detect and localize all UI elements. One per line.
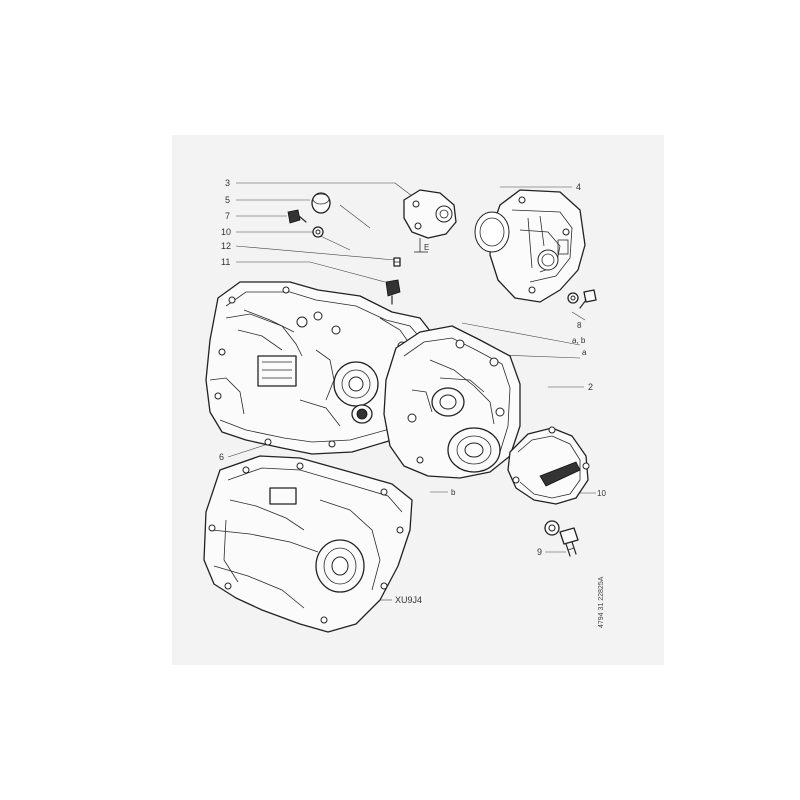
part-2-intermediate-housing — [383, 325, 521, 479]
callout-e: E — [424, 243, 429, 252]
part-end-cover — [507, 426, 590, 505]
part-5-plug — [311, 192, 331, 214]
part-9-drain-bolt — [559, 527, 579, 557]
part-7-switch — [287, 209, 307, 224]
callout-8: 8 — [577, 321, 582, 330]
callout-5: 5 — [225, 195, 230, 205]
part-10-seal-ring — [544, 520, 560, 536]
callout-2: 2 — [588, 382, 593, 392]
callout-labels: 3 5 7 10 12 11 6 4 8 a, b a 2 b 10 9 E X… — [219, 178, 606, 605]
callout-12: 12 — [221, 241, 231, 251]
part-3-bearing-housing — [403, 189, 457, 253]
callout-11: 11 — [221, 257, 230, 267]
main-gearbox-housing — [205, 281, 435, 455]
callout-4: 4 — [576, 182, 581, 192]
callout-10-right: 10 — [597, 489, 606, 498]
part-4-rear-cover — [474, 189, 586, 303]
callout-7: 7 — [225, 211, 230, 221]
callout-a: a — [582, 348, 587, 357]
callout-9: 9 — [537, 547, 542, 557]
part-12-stud — [393, 257, 401, 267]
callout-a-b: a, b — [572, 336, 586, 345]
model-label: XU9J4 — [395, 595, 422, 605]
reference-code: 4794 31 22825A — [598, 576, 605, 628]
lower-gearbox-housing — [203, 455, 413, 633]
part-8-bolt-and-washer — [567, 289, 597, 309]
part-10-washer — [312, 226, 324, 238]
part-11-sensor — [385, 279, 401, 305]
callout-6: 6 — [219, 452, 224, 462]
callout-10: 10 — [221, 227, 231, 237]
callout-b: b — [451, 488, 456, 497]
callout-3: 3 — [225, 178, 230, 188]
